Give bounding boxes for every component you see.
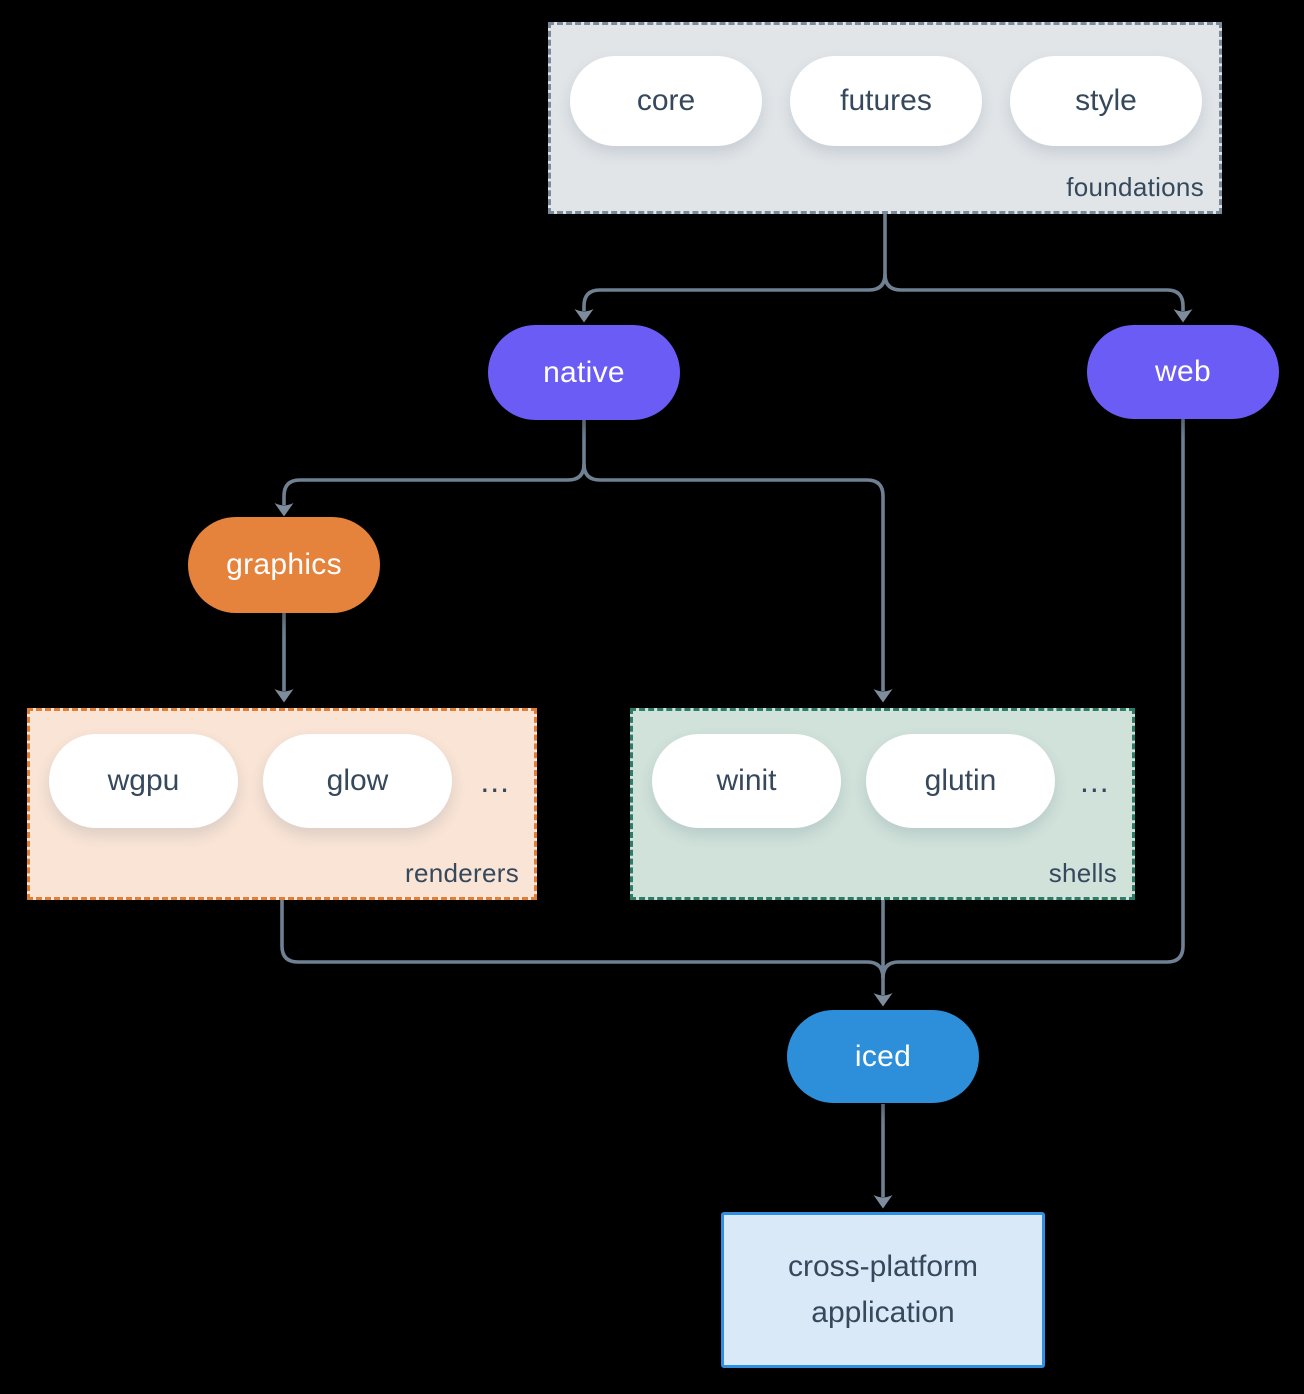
- node-futures: futures: [790, 56, 982, 146]
- foundations-pill-row: core futures style: [570, 56, 1205, 146]
- node-style: style: [1010, 56, 1202, 146]
- shells-label: shells: [1048, 858, 1117, 888]
- renderers-group: wgpu glow ... renderers: [27, 708, 537, 900]
- node-native: native: [488, 325, 680, 420]
- cross-platform-application-box: cross-platform application: [721, 1212, 1045, 1368]
- app-box-line2: application: [811, 1296, 955, 1329]
- shells-pill-row: winit glutin ...: [652, 734, 1118, 828]
- node-graphics: graphics: [188, 517, 380, 613]
- edge-foundations-web: [883, 273, 1193, 323]
- edge-native-graphics: [274, 420, 586, 517]
- edge-native-shells: [582, 463, 893, 703]
- renderers-pill-row: wgpu glow ...: [49, 734, 520, 828]
- node-iced: iced: [787, 1010, 979, 1103]
- foundations-label: foundations: [1066, 172, 1204, 202]
- shells-group: winit glutin ... shells: [630, 708, 1135, 900]
- node-winit: winit: [652, 734, 841, 828]
- edge-web-merge: [881, 419, 1185, 979]
- shells-ellipsis: ...: [1080, 762, 1110, 799]
- edge-foundations-native: [574, 214, 887, 323]
- node-glow: glow: [263, 734, 452, 828]
- node-wgpu: wgpu: [49, 734, 238, 828]
- app-box-line1: cross-platform: [787, 1250, 979, 1283]
- foundations-group: core futures style foundations: [548, 22, 1222, 214]
- node-glutin: glutin: [866, 734, 1055, 828]
- renderers-label: renderers: [405, 858, 519, 888]
- renderers-ellipsis: ...: [480, 762, 510, 799]
- node-core: core: [570, 56, 762, 146]
- edge-renderers-merge: [280, 900, 885, 979]
- node-web: web: [1087, 325, 1279, 419]
